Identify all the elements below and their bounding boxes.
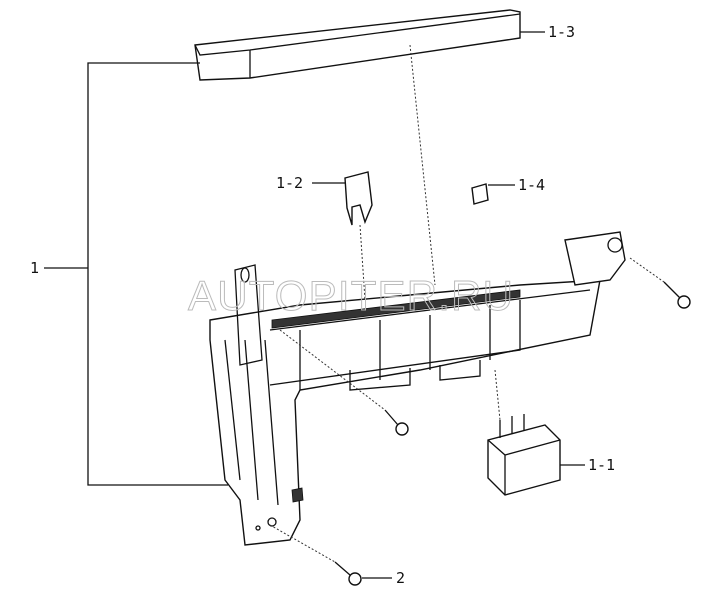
callout-1: 1 — [30, 259, 39, 277]
callout-2: 2 — [396, 569, 405, 587]
callout-1-2: 1-2 — [276, 174, 303, 192]
watermark: AUTOPITER.RU — [188, 272, 513, 319]
callout-1-4: 1-4 — [518, 176, 545, 194]
callout-1-1: 1-1 — [588, 456, 615, 474]
relay-part — [487, 414, 561, 496]
screw-right — [663, 281, 691, 309]
screw-bottom — [334, 561, 362, 586]
clip-part — [471, 183, 489, 205]
callout-1-3: 1-3 — [548, 23, 575, 41]
fuse-box-part — [209, 231, 626, 546]
screw-middle — [384, 409, 409, 436]
cover-part — [194, 9, 521, 81]
fuse-part — [344, 171, 373, 226]
